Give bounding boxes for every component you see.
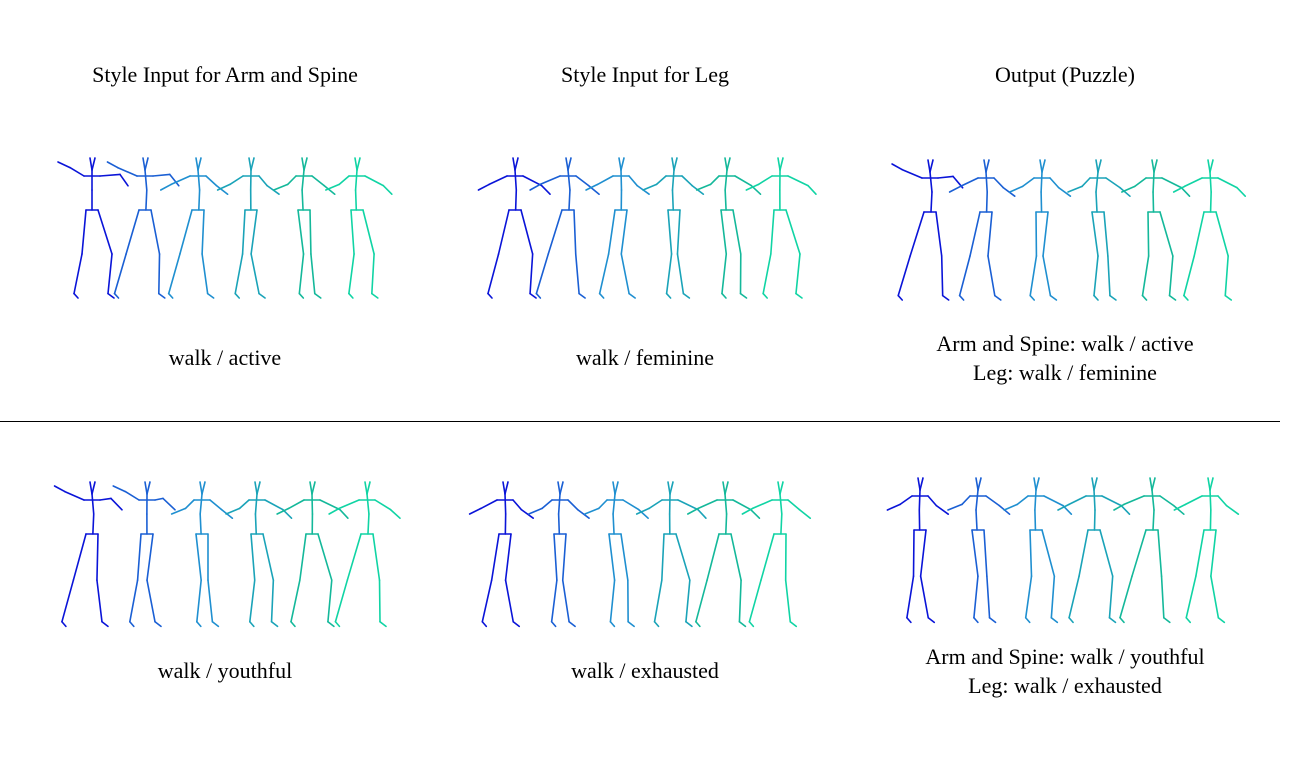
motion-sequence-r1-c3: [891, 159, 1247, 301]
row1-leg-caption: walk / feminine: [575, 345, 715, 370]
motion-sequence-r1-c2: [477, 157, 817, 299]
motion-sequence-r1-c1: [57, 157, 393, 299]
row2-output-line1: Arm and Spine: walk / youthful: [925, 644, 1205, 669]
row2-output-line2: Leg: walk / exhausted: [968, 673, 1162, 698]
motion-sequence-r2-c1: [53, 481, 401, 628]
row1-output-line1: Arm and Spine: walk / active: [936, 331, 1194, 356]
row1-output-caption: Arm and Spine: walk / active Leg: walk /…: [855, 329, 1275, 387]
row1-arm-spine-caption: walk / active: [168, 345, 282, 370]
row2-arm-spine-caption: walk / youthful: [157, 658, 293, 683]
motion-sequence-r2-c2: [468, 481, 812, 628]
row-divider: [0, 421, 1280, 422]
row2-output-caption: Arm and Spine: walk / youthful Leg: walk…: [855, 642, 1275, 700]
row1-output-line2: Leg: walk / feminine: [973, 360, 1157, 385]
row2-leg-caption: walk / exhausted: [571, 658, 719, 683]
header-arm-spine-input: Style Input for Arm and Spine: [92, 62, 358, 87]
header-output: Output (Puzzle): [995, 62, 1135, 87]
motion-sequence-r2-c3: [886, 477, 1240, 624]
header-leg-input: Style Input for Leg: [560, 62, 730, 87]
